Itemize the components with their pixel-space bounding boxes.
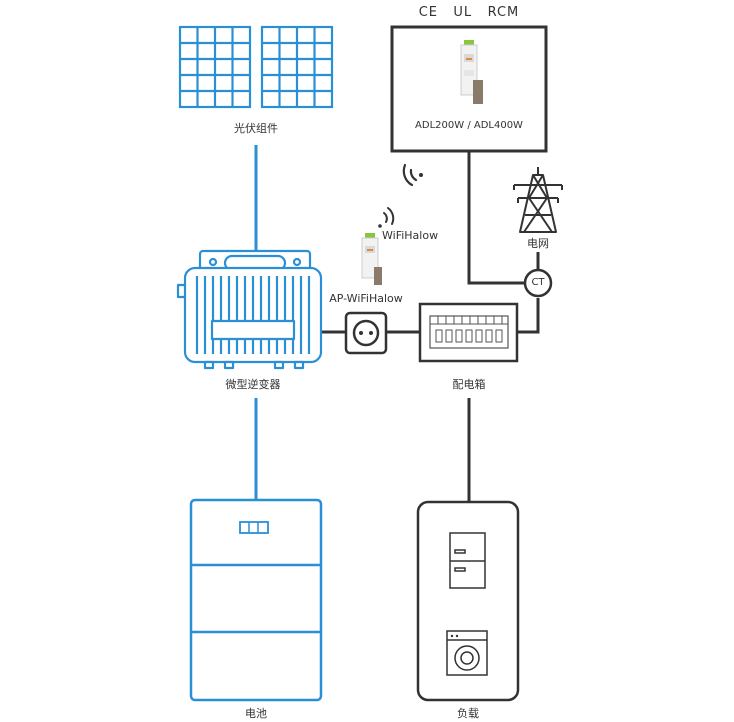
line-meter-to-ct	[467, 152, 524, 285]
breaker-panel-icon	[418, 302, 519, 363]
din-rail-meter-icon	[460, 40, 483, 104]
distribution-box-label: 配电箱	[452, 378, 486, 391]
cert-rcm: RCM	[487, 5, 520, 20]
connection-lines	[254, 145, 540, 502]
battery-label: 电池	[245, 707, 267, 720]
micro-inverter-label: 微型逆变器	[225, 378, 281, 391]
micro-inverter-icon	[176, 249, 323, 370]
grid-label: 电网	[527, 237, 549, 250]
washing-machine-icon	[446, 630, 488, 676]
wifi-halow-icon	[378, 207, 395, 228]
cert-ul: UL	[453, 5, 473, 20]
fridge-icon	[449, 532, 486, 589]
meter-model-label: ADL200W / ADL400W	[415, 120, 523, 131]
wifi-halow-label: WiFiHalow	[382, 229, 439, 242]
socket-icon	[344, 311, 388, 355]
ap-wifi-halow-label: AP-WiFiHalow	[329, 292, 403, 305]
wifi-icon	[402, 163, 423, 187]
load-cabinet	[416, 500, 520, 702]
solar-panel-icon	[178, 25, 334, 109]
pv-modules-label: 光伏组件	[234, 122, 278, 135]
load-label: 负载	[457, 707, 479, 720]
certifications: CE UL RCM	[419, 6, 520, 19]
line-box-to-ct	[517, 298, 540, 334]
cert-ce: CE	[418, 5, 439, 20]
transmission-tower-icon	[513, 167, 563, 233]
solar-panel-right	[260, 25, 334, 109]
battery-icon	[189, 498, 323, 702]
ap-device-icon	[361, 233, 382, 285]
ct-sensor	[523, 268, 553, 298]
ct-label: CT	[531, 277, 545, 288]
solar-panel-left	[178, 25, 252, 109]
